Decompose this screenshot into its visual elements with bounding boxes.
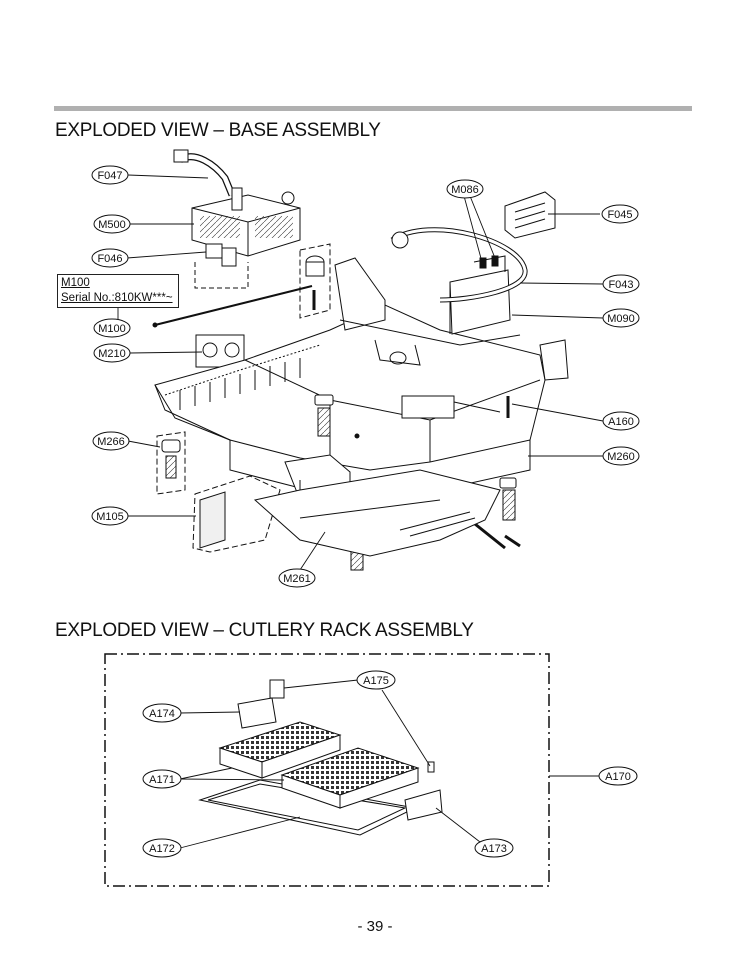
callout-A172: A172	[142, 838, 182, 858]
module-part	[449, 255, 511, 335]
callout-A175: A175	[356, 670, 396, 690]
serial-note-number: Serial No.:810KW***~	[61, 292, 173, 304]
svg-text:M266: M266	[97, 436, 125, 448]
callout-A174: A174	[142, 703, 182, 723]
rack-baskets	[218, 721, 420, 809]
svg-text:A171: A171	[149, 774, 175, 786]
cutlery-rack-title: EXPLODED VIEW – CUTLERY RACK ASSEMBLY	[55, 620, 474, 641]
callout-A160: A160	[602, 411, 640, 431]
base-assembly-drawing	[117, 149, 604, 571]
svg-text:M090: M090	[607, 313, 635, 325]
svg-text:A174: A174	[149, 708, 175, 720]
page-number: - 39 -	[357, 918, 393, 935]
callout-F047: F047	[91, 165, 129, 185]
cutlery-rack-drawing	[104, 653, 600, 887]
assembly-boundary	[104, 653, 550, 887]
tank-part	[191, 187, 301, 257]
callout-M260: M260	[602, 446, 640, 466]
callout-M100: M100	[93, 318, 131, 338]
svg-text:F046: F046	[97, 253, 122, 265]
callout-M086: M086	[446, 179, 484, 199]
serial-note-box: M100 Serial No.:810KW***~	[57, 274, 179, 308]
svg-text:F047: F047	[97, 170, 122, 182]
callout-F046: F046	[91, 248, 129, 268]
callout-M266: M266	[92, 431, 130, 451]
svg-text:A173: A173	[481, 843, 507, 855]
svg-text:M260: M260	[607, 451, 635, 463]
cover-part	[504, 191, 556, 239]
callout-A173: A173	[474, 838, 514, 858]
callouts: F047 M500 F046 M100 M210 M266 M105 M261 …	[91, 165, 640, 858]
svg-text:A172: A172	[149, 843, 175, 855]
base-assembly-title: EXPLODED VIEW – BASE ASSEMBLY	[55, 120, 381, 141]
callout-M090: M090	[602, 308, 640, 328]
svg-text:M105: M105	[96, 511, 124, 523]
bracket-part	[401, 395, 510, 419]
hose-part	[173, 149, 236, 197]
svg-text:M100: M100	[98, 323, 126, 335]
svg-text:A160: A160	[608, 416, 634, 428]
svg-text:F045: F045	[607, 209, 632, 221]
serial-note-part: M100	[61, 277, 90, 289]
callout-F043: F043	[602, 274, 640, 294]
svg-text:F043: F043	[608, 279, 633, 291]
hinge-right	[404, 761, 443, 821]
leader-lines	[117, 174, 604, 571]
rod-part	[152, 243, 331, 328]
callout-F045: F045	[601, 204, 639, 224]
svg-text:A170: A170	[605, 771, 631, 783]
svg-text:A175: A175	[363, 675, 389, 687]
callout-M105: M105	[91, 506, 129, 526]
callout-M210: M210	[93, 343, 131, 363]
callout-A171: A171	[142, 769, 182, 789]
svg-text:M500: M500	[98, 219, 126, 231]
fitting-part	[194, 243, 249, 289]
foot-part	[156, 394, 521, 571]
hinge-left	[237, 679, 285, 729]
svg-text:M261: M261	[283, 573, 311, 585]
svg-text:M210: M210	[98, 348, 126, 360]
hose-loop	[390, 227, 528, 303]
callout-M500: M500	[93, 214, 131, 234]
svg-text:M086: M086	[451, 184, 479, 196]
bottom-tray	[253, 469, 501, 557]
callout-M261: M261	[278, 568, 316, 588]
cutlery-leaders	[179, 679, 600, 849]
header-rule	[54, 106, 692, 111]
callout-A170: A170	[598, 766, 638, 786]
